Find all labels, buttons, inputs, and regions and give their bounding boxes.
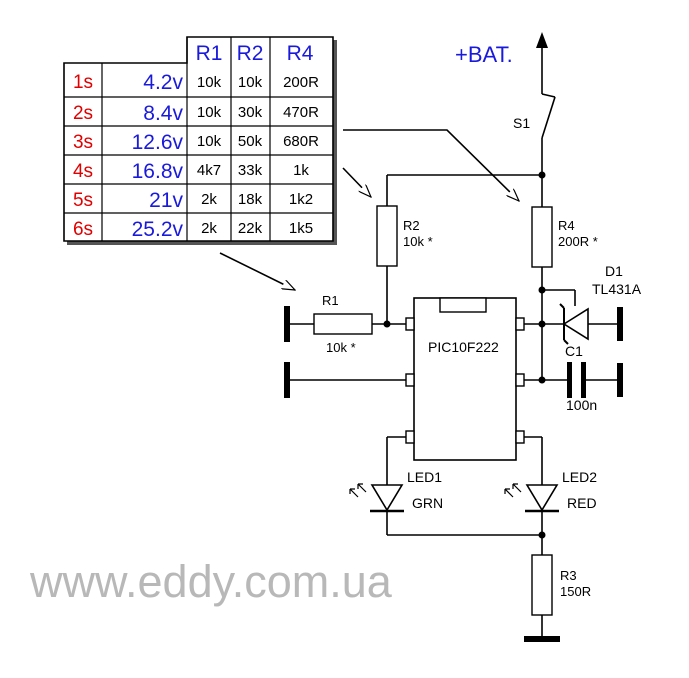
table-cell-r4: 1k bbox=[293, 162, 309, 179]
c1-value: 100n bbox=[566, 397, 597, 413]
r2-value: 10k * bbox=[403, 234, 433, 249]
table-cell-r1: 4k7 bbox=[197, 162, 221, 179]
table-cell-cells: 3s bbox=[73, 132, 93, 153]
table-cell-cells: 5s bbox=[73, 190, 93, 211]
table-cell-r2: 18k bbox=[238, 191, 263, 208]
watermark: www.eddy.com.ua bbox=[29, 556, 393, 607]
r1-name: R1 bbox=[322, 293, 339, 308]
led2: LED2 RED bbox=[504, 436, 597, 555]
table-cell-r2: 50k bbox=[238, 133, 263, 150]
capacitor-c1: C1 100n bbox=[542, 343, 623, 413]
resistor-r1: R1 10k * bbox=[284, 293, 406, 355]
d1-value: TL431A bbox=[592, 281, 642, 297]
led2-value: RED bbox=[567, 495, 597, 511]
table-cell-cells: 1s bbox=[73, 72, 93, 93]
table-cell-voltage: 8.4v bbox=[143, 102, 183, 125]
junction-dot bbox=[383, 320, 391, 328]
table-cell-voltage: 4.2v bbox=[143, 71, 183, 94]
mcu-label: PIC10F222 bbox=[428, 339, 499, 355]
r3-value: 150R bbox=[560, 584, 591, 599]
table-cell-voltage: 12.6v bbox=[132, 131, 184, 154]
pointer-arrow-r4 bbox=[343, 129, 519, 201]
table-cell-r1: 2k bbox=[201, 191, 217, 208]
r2-name: R2 bbox=[403, 218, 420, 233]
pointer-arrow-r2 bbox=[342, 167, 371, 197]
table-header-r4: R4 bbox=[287, 42, 314, 65]
table-cell-r2: 30k bbox=[238, 104, 263, 121]
ground-symbol bbox=[524, 636, 560, 642]
pointer-arrow-r1 bbox=[219, 252, 295, 290]
table-cell-r4: 680R bbox=[283, 133, 319, 150]
d1-name: D1 bbox=[605, 263, 623, 279]
r4-name: R4 bbox=[558, 218, 575, 233]
table-header-r2: R2 bbox=[237, 42, 264, 65]
r1-value: 10k * bbox=[326, 340, 356, 355]
led1-name: LED1 bbox=[407, 469, 442, 485]
resistor-r2: R2 10k * bbox=[376, 175, 433, 323]
table-cell-cells: 4s bbox=[73, 161, 93, 182]
battery-supply: +BAT. bbox=[455, 32, 548, 94]
table-cell-r1: 2k bbox=[201, 220, 217, 237]
junction-dot bbox=[538, 531, 546, 539]
switch-label: S1 bbox=[513, 115, 530, 131]
c1-name: C1 bbox=[565, 343, 583, 359]
led1-value: GRN bbox=[412, 495, 443, 511]
table-cell-r4: 1k2 bbox=[289, 191, 313, 208]
table-header-r1: R1 bbox=[196, 42, 223, 65]
battery-label: +BAT. bbox=[455, 42, 513, 67]
table-cell-r1: 10k bbox=[197, 104, 222, 121]
r4-value: 200R * bbox=[558, 234, 598, 249]
table-cell-r4: 470R bbox=[283, 104, 319, 121]
table-cell-r2: 10k bbox=[238, 74, 263, 91]
terminal-left bbox=[284, 362, 406, 398]
led1: LED1 GRN bbox=[349, 436, 443, 535]
led2-name: LED2 bbox=[562, 469, 597, 485]
table-cell-r1: 10k bbox=[197, 133, 222, 150]
mcu-pic10f222: PIC10F222 bbox=[405, 297, 525, 461]
resistor-table: R1 R2 R4 1s 4.2v 10k 10k 200R 2s 8.4v 10… bbox=[63, 36, 337, 245]
table-cell-r1: 10k bbox=[197, 74, 222, 91]
diode-d1: D1 TL431A bbox=[542, 263, 642, 345]
table-cell-r4: 1k5 bbox=[289, 220, 313, 237]
table-cell-r4: 200R bbox=[283, 74, 319, 91]
table-cell-cells: 6s bbox=[73, 219, 93, 240]
r3-name: R3 bbox=[560, 568, 577, 583]
table-cell-cells: 2s bbox=[73, 103, 93, 124]
table-cell-voltage: 16.8v bbox=[132, 160, 184, 183]
table-cell-r2: 33k bbox=[238, 162, 263, 179]
switch-s1: S1 bbox=[513, 93, 556, 175]
resistor-r4: R4 200R * bbox=[531, 175, 598, 380]
table-cell-voltage: 25.2v bbox=[132, 218, 184, 241]
resistor-r3: R3 150R bbox=[524, 554, 591, 642]
table-cell-r2: 22k bbox=[238, 220, 263, 237]
table-cell-voltage: 21v bbox=[149, 189, 183, 212]
